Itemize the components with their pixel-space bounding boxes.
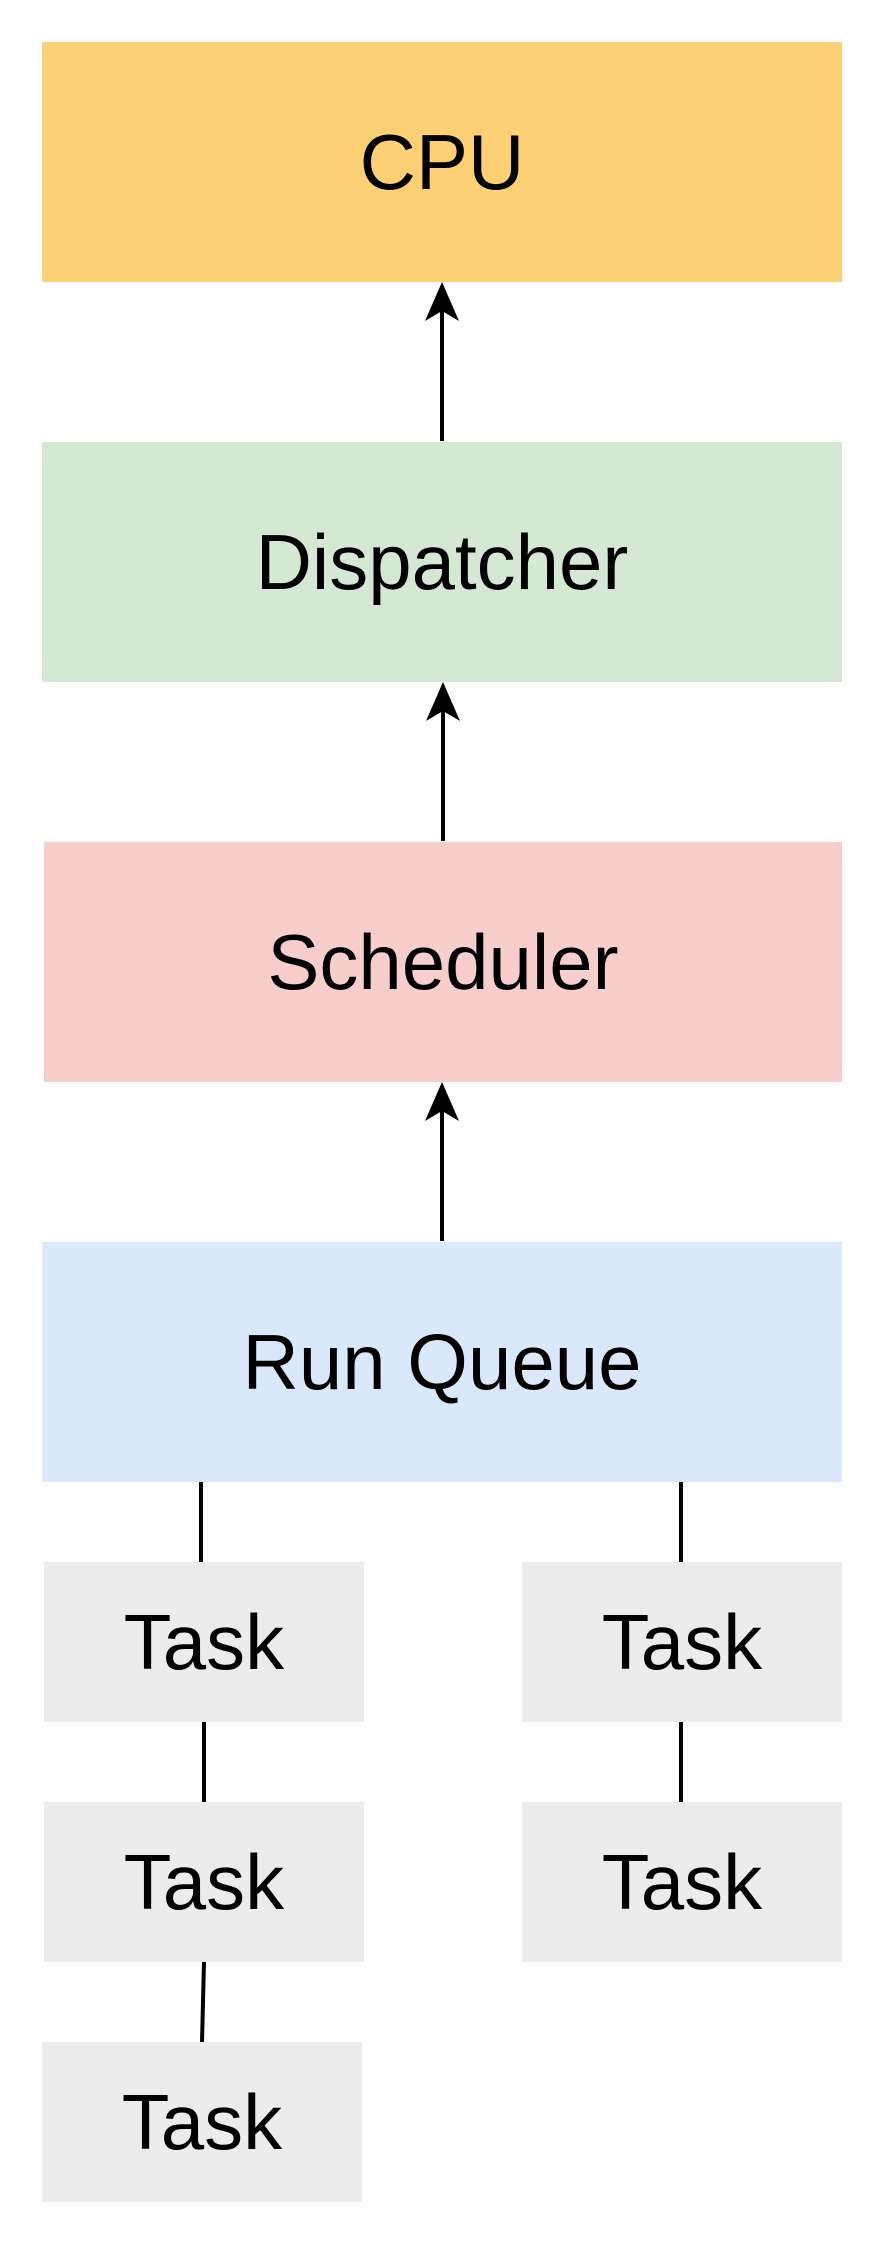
task-label: Task xyxy=(121,2078,283,2166)
link-left-task-2-3 xyxy=(200,1961,206,2043)
task-box-right-2: Task xyxy=(522,1802,842,1962)
task-box-left-3: Task xyxy=(42,2042,362,2202)
arrowhead-up-icon xyxy=(425,1082,459,1121)
run-queue-box: Run Queue xyxy=(42,1242,842,1482)
dispatcher-box: Dispatcher xyxy=(42,442,842,682)
scheduler-label: Scheduler xyxy=(267,918,619,1006)
task-label: Task xyxy=(601,1838,763,1926)
task-label: Task xyxy=(123,1598,285,1686)
task-label: Task xyxy=(601,1598,763,1686)
task-box-right-1: Task xyxy=(522,1562,842,1722)
task-box-left-2: Task xyxy=(44,1802,364,1962)
dispatcher-label: Dispatcher xyxy=(255,518,629,606)
scheduler-box: Scheduler xyxy=(44,842,842,1082)
task-label: Task xyxy=(123,1838,285,1926)
cpu-box: CPU xyxy=(42,42,842,282)
cpu-label: CPU xyxy=(359,118,525,206)
arrowhead-up-icon xyxy=(425,282,459,321)
task-box-left-1: Task xyxy=(44,1562,364,1722)
run-queue-label: Run Queue xyxy=(242,1318,642,1406)
arrowhead-up-icon xyxy=(426,682,460,721)
